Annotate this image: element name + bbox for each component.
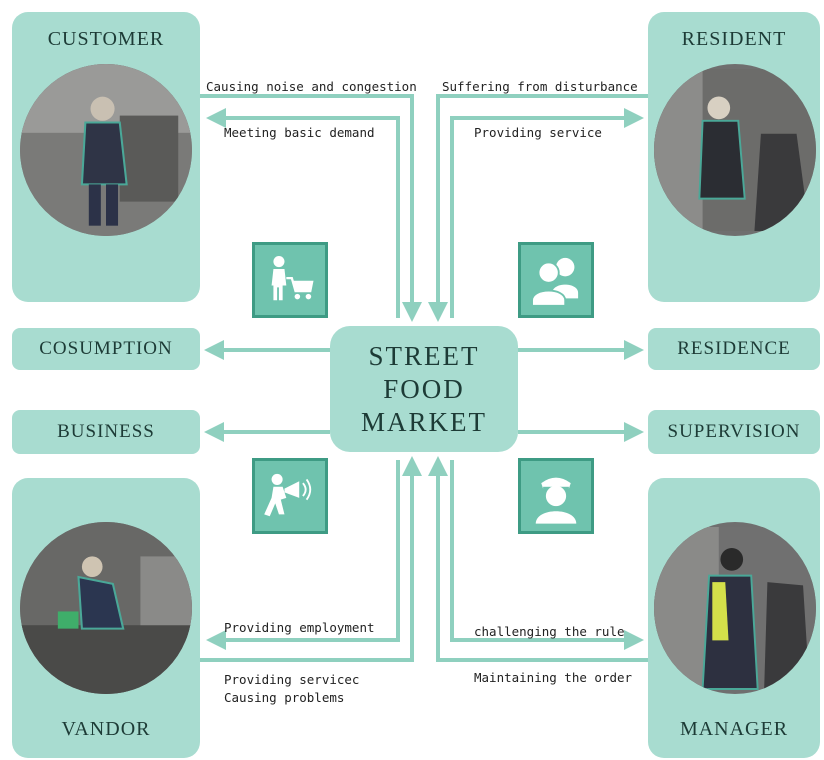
label-vandor-out-2: Causing problems [224, 690, 345, 705]
customer-photo [20, 64, 192, 236]
arrow-market-to-customer [206, 108, 400, 318]
label-manager-in: challenging the rule [474, 624, 625, 639]
arrow-manager-to-market [428, 456, 648, 662]
arrow-market-to-resident [450, 108, 644, 318]
label-vandor-out-1: Providing servicec [224, 672, 360, 687]
residence-box: RESIDENCE [648, 328, 820, 370]
label-customer-in: Meeting basic demand [224, 125, 375, 140]
vandor-photo [20, 522, 192, 694]
label-resident-in: Providing service [474, 125, 602, 140]
arrow-resident-to-market [428, 94, 648, 322]
label-customer-out: Causing noise and congestion [206, 79, 417, 94]
manager-title: MANAGER [679, 718, 789, 740]
center-line-1: STREET [368, 340, 480, 371]
label-vandor-in: Providing employment [224, 620, 375, 635]
label-manager-out: Maintaining the order [474, 670, 633, 685]
users-icon [518, 242, 594, 318]
customer-card: CUSTOMER [12, 12, 200, 302]
resident-photo [654, 64, 816, 236]
arrow-market-to-manager [450, 460, 644, 650]
shopping-cart-person-icon [252, 242, 328, 318]
arrow-vandor-to-market [200, 456, 422, 662]
label-resident-out: Suffering from disturbance [442, 79, 638, 94]
officer-icon [518, 458, 594, 534]
resident-card: RESIDENT [648, 12, 820, 302]
vandor-card: VANDOR [12, 478, 200, 758]
street-food-market-node: STREET FOOD MARKET [330, 326, 518, 452]
arrow-market-to-vandor [206, 460, 400, 650]
megaphone-runner-icon [252, 458, 328, 534]
manager-card: MANAGER [648, 478, 820, 758]
customer-title: CUSTOMER [47, 28, 165, 50]
center-line-3: MARKET [361, 406, 487, 437]
supervision-box: SUPERVISION [648, 410, 820, 454]
resident-title: RESIDENT [681, 28, 787, 50]
arrow-customer-to-market [200, 94, 422, 322]
center-line-2: FOOD [383, 373, 465, 404]
vandor-title: VANDOR [61, 718, 151, 740]
business-box: BUSINESS [12, 410, 200, 454]
cosumption-box: COSUMPTION [12, 328, 200, 370]
manager-photo [654, 522, 816, 694]
